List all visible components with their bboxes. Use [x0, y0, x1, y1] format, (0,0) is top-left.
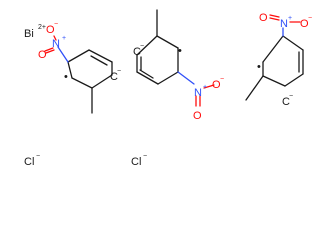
nitro-n-right: N [280, 18, 288, 30]
nitro-o-charge-middle: − [220, 76, 224, 83]
chloride-charge-1: − [36, 153, 40, 160]
structure-canvas: Bi 2+ N + O − O • C − [24, 9, 312, 168]
chloride-symbol-2: Cl [131, 156, 141, 168]
nitro-n-charge-right: + [288, 15, 292, 22]
carbanion-right: C [282, 96, 290, 108]
carbanion-middle: C [133, 46, 141, 58]
chloride-ion-2: Cl − [131, 153, 147, 168]
bismuth-charge: 2+ [38, 24, 46, 31]
nitro-o-minus-right: O [300, 18, 309, 30]
nitro-o-charge-right: − [308, 15, 312, 22]
nitro-n-left: N [52, 38, 60, 50]
chloride-symbol-1: Cl [24, 156, 34, 168]
molecule-left: N + O − O • C − [38, 21, 121, 114]
nitro-o-right: O [259, 12, 268, 24]
nitro-o-minus-middle: O [212, 79, 221, 91]
nitro-o-minus-left: O [46, 24, 55, 36]
carbanion-charge-middle: − [140, 43, 144, 50]
carbanion-charge-left: − [117, 68, 121, 75]
molecule-middle: N + O − O C − • [133, 9, 224, 122]
bismuth-ion: Bi 2+ [24, 24, 46, 40]
nitro-n-middle: N [194, 87, 202, 99]
chloride-charge-2: − [143, 153, 147, 160]
nitro-o-middle: O [193, 110, 202, 122]
carbanion-charge-right: − [289, 93, 293, 100]
nitro-o-left: O [38, 49, 47, 61]
carbanion-left: C [110, 71, 118, 83]
nitro-n-charge-left: + [62, 35, 66, 42]
radical-dot-left: • [64, 71, 68, 83]
nitro-o-charge-left: − [54, 21, 58, 28]
radical-dot-middle: • [178, 45, 182, 57]
radical-dot-right: • [257, 61, 261, 73]
chloride-ion-1: Cl − [24, 153, 40, 168]
molecule-right: N + O O − • C − [245, 12, 312, 108]
bismuth-symbol: Bi [24, 28, 34, 40]
chemical-structure-diagram: Bi 2+ N + O − O • C − [24, 9, 312, 168]
nitro-n-charge-middle: + [203, 84, 207, 91]
